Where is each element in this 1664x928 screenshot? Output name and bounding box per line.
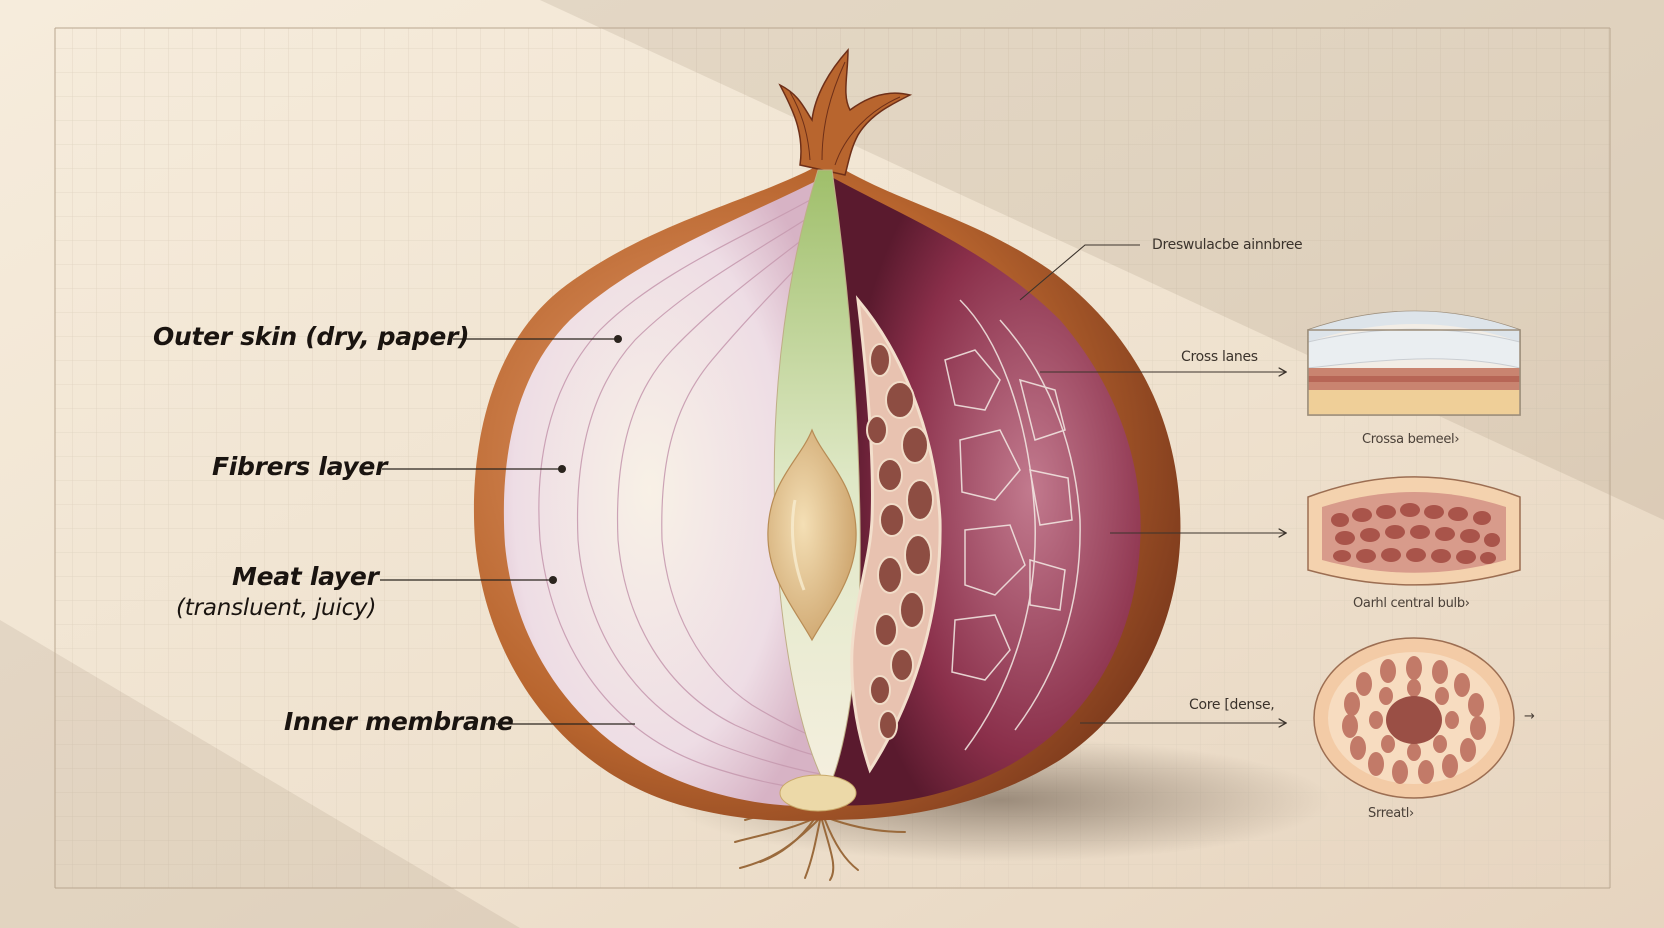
panel-central-bulb	[1307, 476, 1521, 586]
frame-ticks	[54, 27, 1611, 889]
pale-flesh-left	[503, 175, 828, 806]
callout-core-dense: Core [dense,	[1189, 697, 1275, 713]
label-inner-membrane: Inner membrane	[284, 707, 514, 736]
label-meat-layer: Meat layer	[232, 562, 379, 591]
leader-dots	[549, 335, 622, 584]
panel1-caption: Crossa bemeel›	[1362, 432, 1460, 447]
label-meat-layer-sub: (transluent, juicy)	[176, 595, 377, 621]
callout-top: Dreswulacbe ainnbree	[1152, 237, 1303, 253]
flesh-rings	[538, 189, 829, 791]
panel2-caption: Oarhl central bulb›	[1353, 596, 1470, 611]
label-fibrers-layer: Fibrers layer	[212, 452, 388, 481]
onion-neck	[778, 48, 913, 176]
panel-core-dense	[1313, 637, 1515, 799]
membrane-mesh	[944, 299, 1081, 751]
panel-cross-layers	[1307, 310, 1521, 416]
label-outer-skin: Outer skin (dry, paper)	[153, 322, 470, 351]
light-shadow-bottom	[0, 620, 520, 928]
callout-cross-lanes: Cross lanes	[1181, 349, 1258, 365]
basal-plate	[779, 774, 857, 812]
callout-lines	[1019, 244, 1285, 723]
central-bud	[767, 428, 857, 642]
bud-highlight	[790, 499, 806, 591]
arrow-right-icon: →	[1524, 709, 1535, 724]
neck-fibers	[789, 61, 901, 166]
leader-lines	[380, 338, 635, 725]
panel3-caption: Srreatl›	[1368, 806, 1414, 821]
tissue-cells	[866, 343, 934, 740]
